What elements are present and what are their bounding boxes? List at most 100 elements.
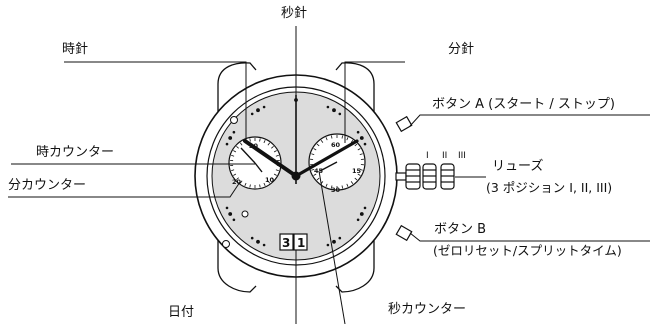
dial-marker: [332, 108, 336, 113]
subdial-tick: [354, 143, 358, 147]
subdial-tick: [263, 182, 266, 186]
subdial-tick: [359, 153, 363, 155]
right-subdial-numeral-60: 60: [331, 141, 341, 149]
leader-lines: [8, 26, 650, 324]
subdial-tick: [267, 180, 271, 184]
subdial-tick: [271, 177, 274, 181]
subdial-tick: [233, 173, 237, 176]
subdial-tick: [236, 177, 239, 181]
dial-dot: [230, 116, 238, 124]
crown-positions-label: (3 ポジション I, II, III): [486, 180, 613, 195]
dial-marker: [359, 136, 364, 140]
subdial-tick: [320, 139, 324, 143]
dial-marker: [232, 130, 236, 134]
subdial-tick: [275, 169, 279, 172]
subdial-tick: [341, 185, 343, 189]
button-b-sub-label: (ゼロリセット/スプリットタイム): [433, 243, 622, 258]
dial-dot: [241, 210, 249, 218]
button-a-label: ボタン A (スタート / ストップ): [432, 97, 615, 112]
subdial-tick: [231, 169, 235, 172]
dial-marker: [262, 243, 266, 247]
subdial-tick: [357, 148, 361, 151]
subdial-tick: [341, 135, 343, 139]
dial-marker: [228, 136, 233, 140]
dial-marker: [326, 243, 330, 247]
button-a: [395, 115, 413, 133]
seconds-counter-hand: [319, 161, 338, 172]
subdial-tick: [313, 148, 317, 151]
subdial-tick: [271, 145, 274, 149]
hour-counter-hand: [240, 147, 256, 164]
right-subdial-numeral-30: 30: [331, 186, 341, 194]
minute-counter-label: 分カウンター: [8, 178, 87, 193]
watch-strap: [217, 62, 375, 293]
crown-icon: [395, 163, 455, 190]
hour-counter-label: 時カウンター: [36, 145, 115, 160]
subdial-tick: [346, 183, 349, 187]
dial-marker: [256, 239, 260, 244]
subdial-tick: [239, 180, 243, 184]
subdial-tick: [311, 153, 315, 155]
subdial-tick: [259, 184, 261, 188]
second-hand-label: 秒針: [281, 6, 308, 21]
dial-marker: [232, 218, 236, 222]
date-digit-1: 3: [282, 236, 290, 250]
subdial-tick: [236, 145, 239, 149]
left-subdial-numeral-10: 10: [265, 176, 275, 184]
dial-marker: [356, 218, 360, 222]
dial-marker: [262, 105, 266, 109]
subdial-tick: [259, 138, 261, 142]
dial-dot: [222, 240, 230, 248]
subdial-tick: [249, 138, 251, 142]
dial-marker: [225, 142, 229, 146]
subdial-tick: [233, 150, 237, 153]
dial-marker: [356, 130, 360, 134]
subdial-tick: [331, 185, 333, 189]
seconds-counter-label: 秒カウンター: [388, 302, 467, 317]
crown-label: リューズ: [492, 159, 544, 174]
crown-position-3: III: [458, 151, 466, 161]
subdial-tick: [316, 177, 320, 181]
dial-marker: [225, 206, 229, 210]
subdial-tick: [346, 137, 349, 141]
subdial-tick: [359, 169, 363, 171]
center-pin: [291, 171, 301, 181]
subdial-tick: [316, 143, 320, 147]
dial-marker: [332, 239, 336, 244]
subdial-tick: [231, 154, 235, 157]
dial-marker: [250, 112, 254, 116]
date-window: 3 1: [279, 233, 308, 251]
dial-marker: [338, 236, 342, 240]
date-digit-2: 1: [297, 236, 305, 250]
hour-hand: [243, 139, 298, 178]
subdial-tick: [273, 173, 277, 176]
minute-hand: [294, 139, 359, 178]
subdial-tick: [244, 182, 247, 186]
subdial-tick: [273, 150, 277, 153]
subdial-tick: [313, 173, 317, 176]
hour-counter-hand-tail: [254, 162, 263, 173]
dial-marker: [228, 212, 233, 216]
subdial-tick: [350, 139, 354, 143]
subdial-tick: [249, 184, 251, 188]
date-label: 日付: [168, 305, 195, 320]
minute-hand-label: 分針: [448, 42, 475, 57]
dial-marker: [256, 108, 260, 113]
subdial-tick: [325, 137, 328, 141]
dial-marker: [326, 105, 330, 109]
right-subdial-numeral-15: 15: [352, 167, 362, 175]
dial-marker: [363, 142, 367, 146]
button-b: [395, 224, 413, 242]
subdial-tick: [267, 142, 271, 146]
right-subdial-numeral-45: 45: [314, 167, 324, 175]
dial-marker: [359, 212, 364, 216]
left-subdial-numeral-20: 20: [232, 178, 242, 186]
subdial-tick: [275, 154, 279, 157]
crown-position-2: II: [442, 151, 447, 161]
subdial-tick: [263, 140, 266, 144]
dial-marker: [338, 112, 342, 116]
dial-marker: [250, 236, 254, 240]
subdial-tick: [325, 183, 328, 187]
dial-marker: [363, 206, 367, 210]
